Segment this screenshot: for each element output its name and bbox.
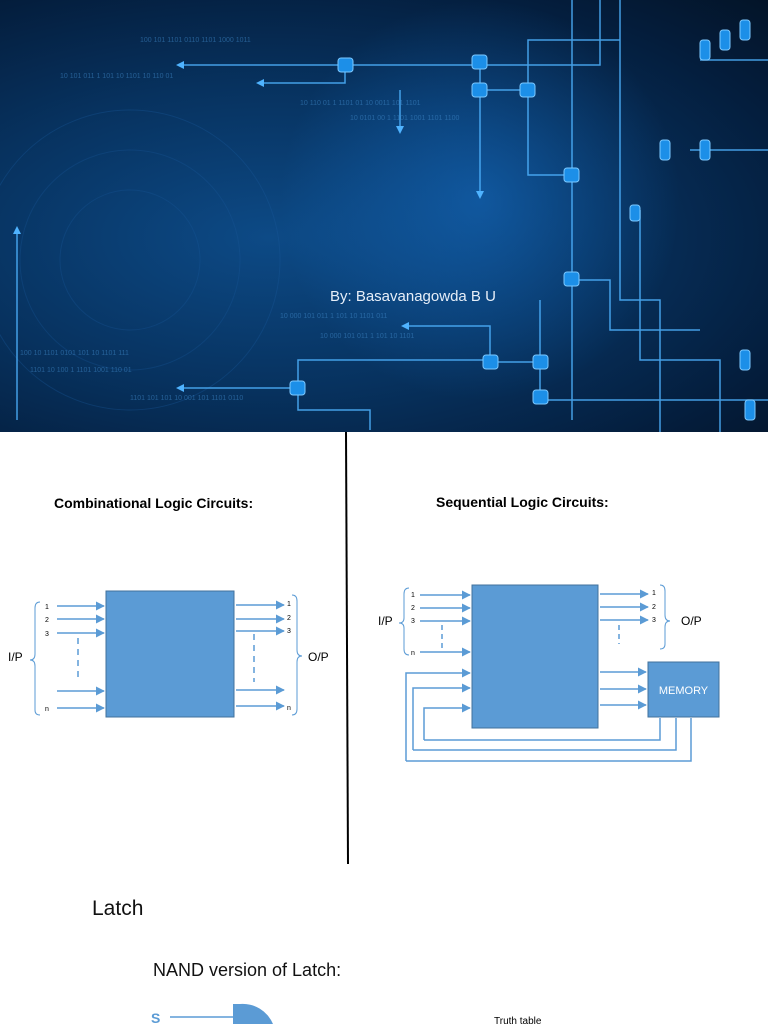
svg-text:10 0101 00 1 1101 1001 1101 11: 10 0101 00 1 1101 1001 1101 1100 — [350, 115, 459, 122]
svg-text:10 110 01 1 1101 01 10 0011 10: 10 110 01 1 1101 01 10 0011 101 1101 — [300, 100, 421, 107]
sequential-title: Sequential Logic Circuits: — [436, 494, 609, 510]
comb-op-label: O/P — [308, 650, 329, 664]
comb-in-label-n: n — [45, 706, 49, 713]
sequential-diagram: 1 2 3 n 1 2 3 I/P O/P MEMORY — [378, 584, 720, 762]
seq-ip-label: I/P — [378, 614, 393, 628]
seq-out-label-3: 3 — [652, 617, 656, 624]
comb-in-label-3: 3 — [45, 631, 49, 638]
seq-in-label-3: 3 — [411, 618, 415, 625]
circuit-diagrams: 1 2 3 n 1 2 3 n I/P O/P — [8, 432, 720, 864]
combinational-block — [105, 590, 235, 718]
seq-out-label-2: 2 — [652, 604, 656, 611]
feedback-arrow-2 — [412, 683, 471, 750]
author-credit: By: Basavanagowda B U — [330, 288, 496, 305]
seq-in-label-2: 2 — [411, 605, 415, 612]
latch-title: Latch — [92, 897, 144, 920]
comb-out-label-1: 1 — [287, 601, 291, 608]
seq-op-label: O/P — [681, 614, 702, 628]
svg-text:10 000 101 011 1 101 10 1101 0: 10 000 101 011 1 101 10 1101 011 — [280, 313, 388, 320]
comb-in-label-2: 2 — [45, 617, 49, 624]
nand-latch-diagram: S Truth table — [151, 1003, 542, 1024]
latch-slide: Latch NAND version of Latch: S Truth tab… — [0, 864, 768, 1024]
svg-text:1101 101 101 10 001 101 1101 0: 1101 101 101 10 001 101 1101 0110 — [130, 395, 243, 402]
svg-text:10 101 011 1 101 10 1101 10 11: 10 101 011 1 101 10 1101 10 110 01 — [60, 73, 173, 80]
svg-text:100 101 1101 0110 1101 1000 10: 100 101 1101 0110 1101 1000 1011 — [140, 37, 251, 44]
comb-in-label-1: 1 — [45, 604, 49, 611]
comb-out-label-2: 2 — [287, 615, 291, 622]
comb-out-label-3: 3 — [287, 628, 291, 635]
seq-in-label-1: 1 — [411, 592, 415, 599]
svg-text:100 10 1101 0101 101 10 1101 1: 100 10 1101 0101 101 10 1101 111 — [20, 350, 129, 357]
logic-circuits-slide: 1 2 3 n 1 2 3 n I/P O/P — [0, 432, 768, 864]
sequential-block — [471, 584, 599, 729]
circuit-background: 100 101 1101 0110 1101 1000 1011 10 101 … — [0, 0, 768, 432]
combinational-title: Combinational Logic Circuits: — [54, 495, 254, 511]
comb-ip-label: I/P — [8, 650, 23, 664]
s-input-label: S — [151, 1010, 160, 1024]
seq-out-label-1: 1 — [652, 590, 656, 597]
cover-slide: 100 101 1101 0110 1101 1000 1011 10 101 … — [0, 0, 768, 432]
svg-text:10 000 101 011 1 101 10 1101: 10 000 101 011 1 101 10 1101 — [320, 333, 414, 340]
slide-divider — [345, 432, 349, 864]
memory-block — [647, 661, 720, 718]
comb-out-label-n: n — [287, 705, 291, 712]
memory-label: MEMORY — [659, 685, 709, 697]
feedback-arrow-1 — [405, 668, 471, 761]
feedback-arrow-3 — [423, 703, 471, 740]
nand-gate — [233, 1003, 273, 1024]
svg-text:1101 10 100 1 1101 1001 110 01: 1101 10 100 1 1101 1001 110 01 — [30, 367, 132, 374]
latch-subtitle: NAND version of Latch: — [153, 960, 342, 980]
truth-table-label: Truth table — [494, 1016, 542, 1024]
combinational-diagram: 1 2 3 n 1 2 3 n I/P O/P — [8, 590, 329, 718]
seq-in-label-n: n — [411, 650, 415, 657]
